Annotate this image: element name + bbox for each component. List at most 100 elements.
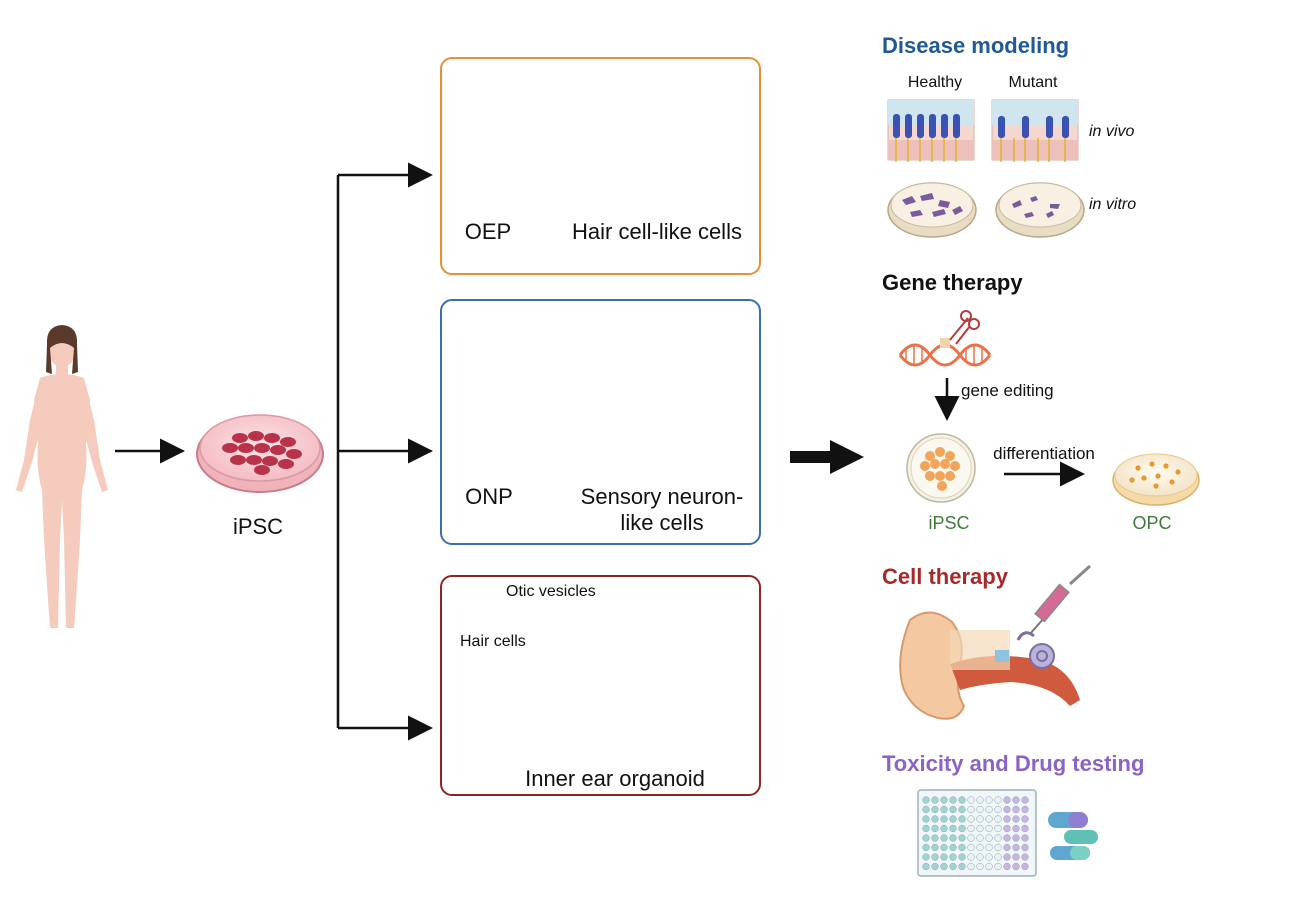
well	[922, 805, 930, 814]
well	[1012, 843, 1020, 852]
well	[958, 853, 966, 861]
well	[940, 796, 948, 804]
well	[1021, 843, 1029, 852]
well	[976, 843, 984, 852]
gene-therapy-ipsc-dish-icon	[906, 433, 976, 503]
well	[976, 862, 984, 871]
well	[1021, 815, 1029, 823]
well	[949, 796, 957, 804]
disease-modeling-heading: Disease modeling	[882, 33, 1070, 58]
well	[922, 824, 930, 833]
well	[1003, 805, 1011, 814]
oep-box	[440, 57, 761, 275]
well	[994, 805, 1002, 814]
toxicity-heading: Toxicity and Drug testing	[882, 751, 1145, 776]
well	[1021, 796, 1029, 804]
gene-therapy-heading: Gene therapy	[882, 270, 1023, 295]
well	[931, 853, 939, 861]
well	[940, 824, 948, 833]
hair-cell-like-cells-label: Hair cell-like cells	[572, 219, 742, 244]
well	[1003, 834, 1011, 842]
well	[931, 824, 939, 833]
well	[1003, 796, 1011, 804]
well	[994, 862, 1002, 871]
well	[922, 843, 930, 852]
well	[967, 843, 975, 852]
well	[958, 796, 966, 804]
well	[985, 824, 993, 833]
branch-connector	[336, 162, 433, 741]
well	[1021, 834, 1029, 842]
healthy-label: Healthy	[907, 74, 963, 91]
cell-therapy-heading: Cell therapy	[882, 564, 1008, 589]
mutant-tissue-icon	[991, 99, 1079, 162]
well	[922, 853, 930, 861]
well	[1021, 853, 1029, 861]
well	[1021, 824, 1029, 833]
ipsc-dish-icon	[196, 414, 324, 493]
healthy-tissue-icon	[887, 99, 975, 162]
well	[1012, 834, 1020, 842]
well	[940, 815, 948, 823]
well	[1021, 862, 1029, 871]
onp-box	[440, 299, 761, 545]
well	[958, 834, 966, 842]
sensory-neuron-label-line1: Sensory neuron-	[580, 484, 744, 509]
well	[985, 853, 993, 861]
oep-label: OEP	[464, 219, 512, 244]
in-vivo-label: in vivo	[1089, 123, 1135, 140]
well	[967, 805, 975, 814]
well	[985, 805, 993, 814]
well	[940, 834, 948, 842]
well	[958, 815, 966, 823]
well	[922, 862, 930, 871]
well	[931, 815, 939, 823]
well	[1003, 862, 1011, 871]
well	[1012, 805, 1020, 814]
big-arrow	[790, 440, 864, 474]
opc-label: OPC	[1132, 513, 1172, 533]
mutant-culture-dish-icon	[995, 182, 1085, 238]
well	[985, 815, 993, 823]
well	[949, 815, 957, 823]
sensory-neuron-label-line2: like cells	[620, 510, 704, 535]
well	[1012, 815, 1020, 823]
well	[967, 796, 975, 804]
well	[976, 796, 984, 804]
well	[940, 853, 948, 861]
well	[1003, 824, 1011, 833]
well	[994, 853, 1002, 861]
well	[949, 853, 957, 861]
well	[985, 834, 993, 842]
well	[931, 834, 939, 842]
well	[922, 796, 930, 804]
well	[922, 815, 930, 823]
well	[931, 862, 939, 871]
well	[976, 805, 984, 814]
healthy-culture-dish-icon	[887, 182, 977, 238]
well	[949, 862, 957, 871]
well	[994, 815, 1002, 823]
inner-ear-organoid-label: Inner ear organoid	[525, 766, 705, 791]
well	[931, 843, 939, 852]
opc-dish-icon	[1112, 453, 1200, 506]
differentiation-label: differentiation	[993, 444, 1095, 463]
dna-scissors-icon	[898, 310, 992, 367]
onp-label: ONP	[465, 484, 513, 509]
well	[949, 843, 957, 852]
well	[1012, 824, 1020, 833]
well	[1012, 862, 1020, 871]
well	[976, 834, 984, 842]
hair-cells-label: Hair cells	[460, 633, 526, 650]
gene-therapy-ipsc-label: iPSC	[928, 513, 970, 533]
ear-icon	[899, 611, 1080, 720]
otic-vesicles-label: Otic vesicles	[506, 583, 596, 600]
well	[976, 815, 984, 823]
well	[922, 834, 930, 842]
well	[976, 853, 984, 861]
well	[1003, 853, 1011, 861]
human-figure-icon	[16, 325, 108, 628]
well	[967, 853, 975, 861]
well	[967, 815, 975, 823]
well	[958, 824, 966, 833]
